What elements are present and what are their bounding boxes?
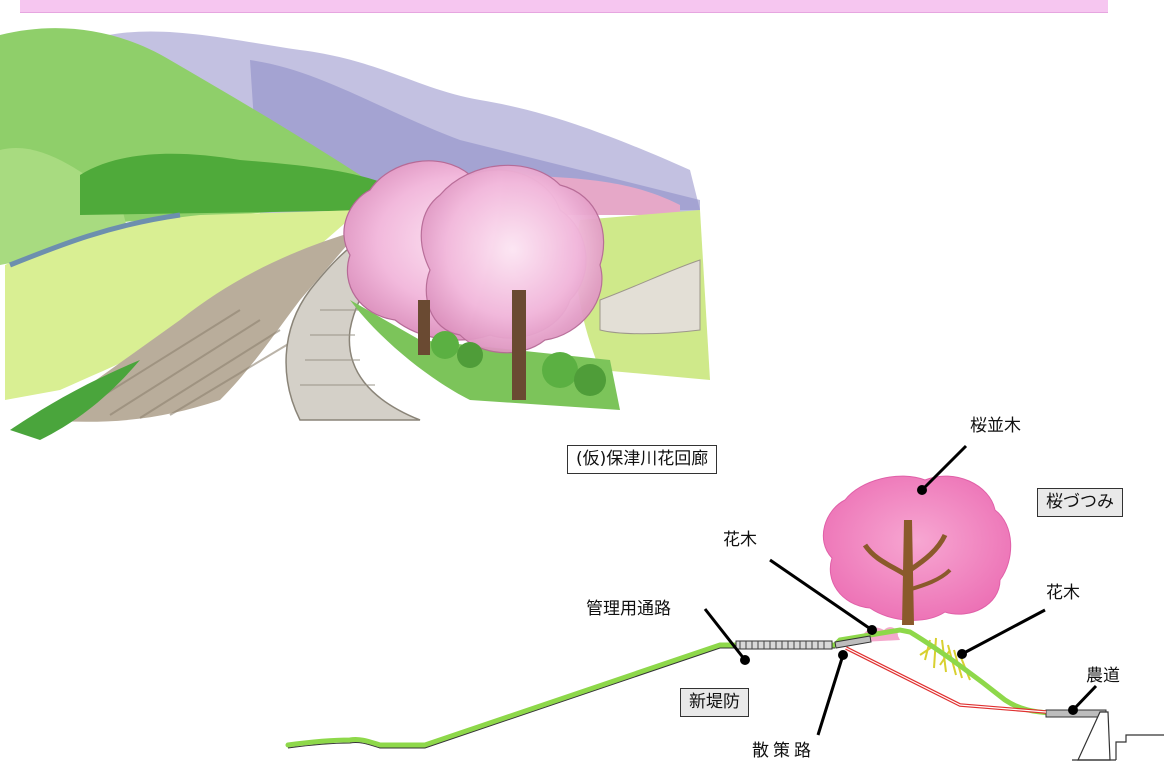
label-sakura-zutsumi: 桜づつみ: [1037, 488, 1123, 517]
leader-dot: [1068, 705, 1078, 715]
cherry-tree-branch: [907, 568, 952, 592]
walking-path: [834, 635, 872, 649]
leader-sakura-namiki: [920, 444, 968, 492]
leader-sansakuro: [816, 654, 845, 736]
label-kanri-tsuro: 管理用通路: [586, 599, 671, 619]
leader-kaboku-left: [769, 558, 873, 632]
shrub: [542, 352, 578, 388]
drain-pipe-inner: [845, 647, 1047, 713]
river: [9, 212, 181, 268]
shrub: [574, 364, 606, 396]
management-road: [735, 640, 833, 650]
leader-nodo: [1071, 684, 1098, 712]
label-kaboku-left: 花木: [723, 530, 757, 550]
embankment-cross-section: [285, 444, 1164, 761]
embankment-surface: [285, 627, 1053, 748]
cherry-tree-canopy: [822, 475, 1012, 621]
shrub: [431, 331, 459, 359]
label-shin-teibo: 新堤防: [680, 688, 749, 717]
label-sakura-namiki: 桜並木: [970, 416, 1021, 436]
label-nodo: 農道: [1086, 666, 1120, 686]
tree-line: [80, 153, 400, 215]
side-channel: [1115, 734, 1164, 760]
foreground-grass: [10, 360, 140, 440]
sakura-tree-right: [420, 164, 605, 354]
sakura-trunk-left: [418, 300, 430, 355]
right-path: [599, 259, 701, 335]
embankment-outline: [287, 647, 835, 749]
leader-dot: [957, 649, 967, 659]
cherry-tree-branch: [862, 543, 908, 578]
leader-dot: [740, 655, 750, 665]
shrub: [457, 342, 483, 368]
far-mountain-shadow: [250, 60, 700, 215]
management-road-hatch: [739, 641, 825, 649]
field-left: [5, 210, 360, 400]
cherry-tree-branch: [908, 533, 948, 573]
retaining-wall: [1077, 711, 1111, 761]
label-kaboku-right: 花木: [1046, 583, 1080, 603]
leader-dot: [838, 650, 848, 660]
leader-dot: [867, 625, 877, 635]
gravel-texture: [79, 309, 296, 419]
sketch-caption: (仮)保津川花回廊: [567, 445, 718, 474]
header-band: [20, 0, 1108, 13]
leader-kanri-tsuro: [703, 608, 747, 661]
sakura-trunk-right: [512, 290, 526, 400]
cherry-tree-trunk: [902, 520, 914, 625]
paved-texture: [300, 309, 375, 386]
landscape-sketch: [0, 28, 710, 440]
label-sansakuro: 散策路: [752, 741, 815, 761]
leader-kaboku-right: [961, 608, 1046, 656]
leader-dot: [917, 485, 927, 495]
